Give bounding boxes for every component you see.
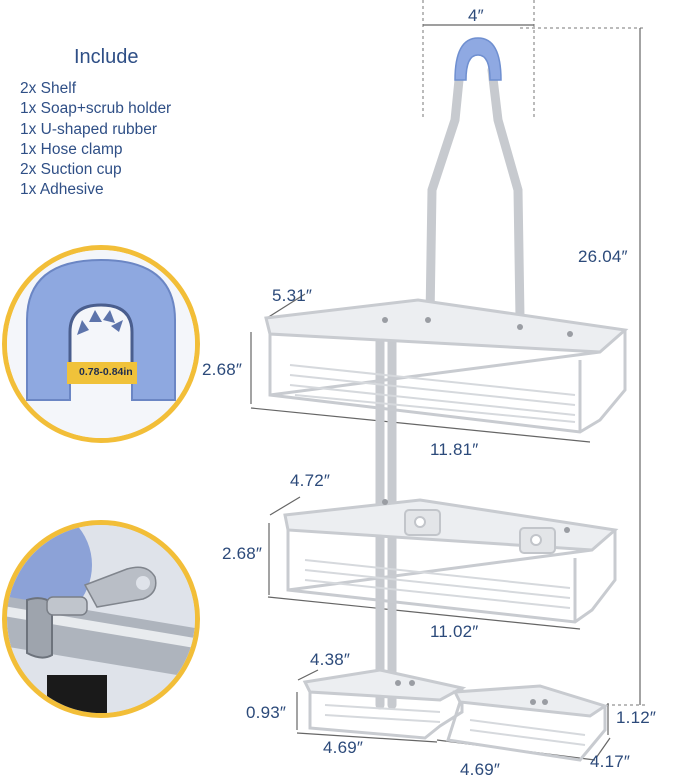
dim-shelf1-width: 11.81″ — [430, 440, 479, 459]
dim-shelf1-height: 2.68″ — [202, 360, 243, 379]
list-item: 1x Adhesive — [20, 181, 104, 199]
dim-hook-width: 4″ — [468, 6, 484, 25]
dim-shelf2-depth: 4.72″ — [290, 471, 331, 490]
gap-label: 0.78-0.84in — [79, 366, 133, 378]
include-title: Include — [74, 46, 139, 68]
list-item: 1x U-shaped rubber — [20, 120, 157, 138]
list-item: 1x Soap+scrub holder — [20, 100, 172, 118]
rubber-callout: 0.78-0.84in — [2, 245, 200, 443]
dim-soap-width-right: 4.69″ — [460, 760, 501, 779]
include-list: 2x Shelf 1x Soap+scrub holder 1x U-shape… — [20, 79, 171, 201]
list-item: 2x Suction cup — [20, 161, 122, 179]
dim-total-height: 26.04″ — [578, 247, 628, 266]
dim-soap-height-right: 1.12″ — [616, 708, 657, 727]
dim-soap-depth-right: 4.17″ — [590, 752, 631, 771]
dim-shelf2-width: 11.02″ — [430, 622, 479, 641]
u-rubber-closeup-icon — [7, 250, 195, 438]
list-item: 2x Shelf — [20, 80, 77, 97]
dim-soap-width-left: 4.69″ — [323, 738, 364, 757]
dim-soap-height-left: 0.93″ — [246, 703, 287, 722]
dim-shelf2-height: 2.68″ — [222, 544, 263, 563]
clamp-callout — [2, 520, 200, 718]
dim-shelf1-depth: 5.31″ — [272, 286, 313, 305]
dim-soap-depth-left: 4.38″ — [310, 650, 351, 669]
list-item: 1x Hose clamp — [20, 140, 123, 158]
hose-clamp-closeup-icon — [7, 525, 195, 713]
